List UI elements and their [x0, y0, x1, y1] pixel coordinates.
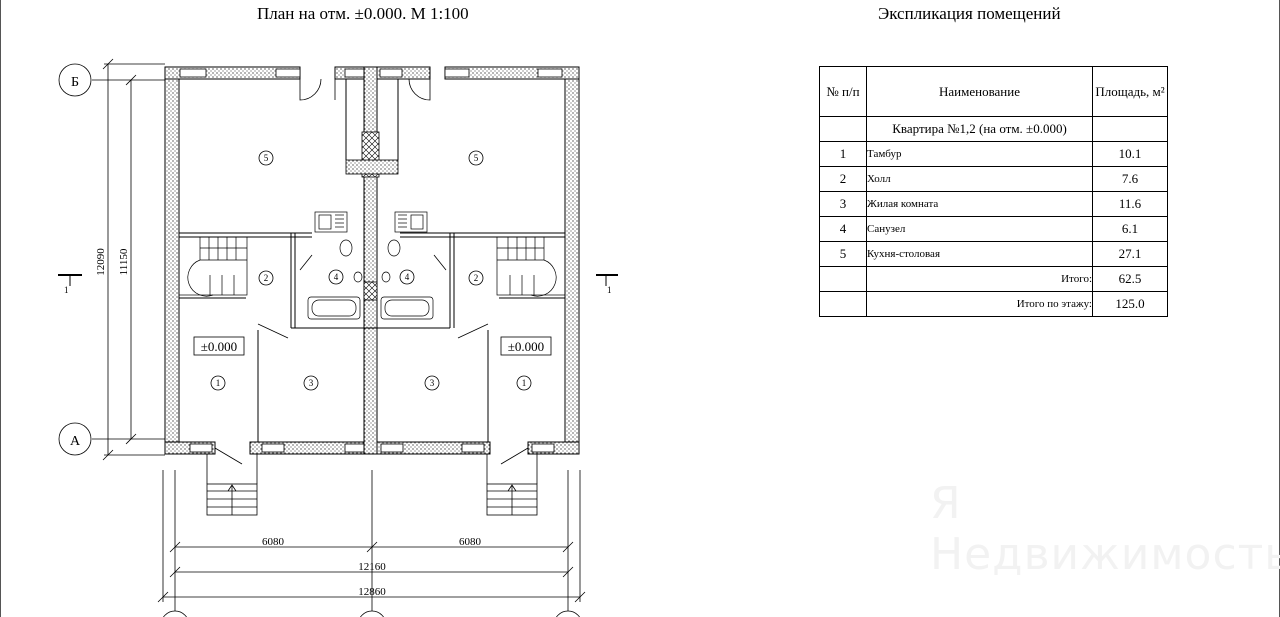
- room-5-right: 5: [474, 153, 479, 163]
- doors: [214, 78, 529, 465]
- row-area: 27.1: [1092, 241, 1168, 267]
- row-name: Тамбур: [866, 141, 1093, 167]
- total-value: 62.5: [1092, 266, 1168, 292]
- floor-total-label: Итого по этажу:: [866, 291, 1093, 317]
- row-name: Холл: [866, 166, 1093, 192]
- header-num: № п/п: [819, 66, 867, 117]
- axis-bubble-b: [58, 63, 92, 97]
- row-name: Жилая комната: [866, 191, 1093, 217]
- explication-table: № п/п Наименование Площадь, м² Квартира …: [819, 66, 1168, 317]
- room-2-left: 2: [264, 273, 269, 283]
- header-area: Площадь, м²: [1092, 66, 1168, 117]
- dim-left-half: 6080: [262, 536, 285, 548]
- room-1-right: 1: [522, 378, 527, 388]
- dim-outer-total: 12860: [358, 586, 386, 598]
- frame-left-border: [0, 0, 1, 617]
- axis-bubble-a: [58, 422, 92, 456]
- table-row: 3 Жилая комната 11.6: [819, 191, 1168, 217]
- axis-grid: [58, 63, 569, 617]
- row-area: 6.1: [1092, 216, 1168, 242]
- table-total-row: Итого: 62.5: [819, 266, 1168, 292]
- room-3-right: 3: [430, 378, 435, 388]
- axis-label-a: А: [70, 434, 81, 449]
- party-wall: [363, 66, 378, 455]
- level-mark-left: ±0.000: [201, 339, 237, 354]
- row-num: 1: [819, 141, 867, 167]
- floor-total-value: 125.0: [1092, 291, 1168, 317]
- row-num: 2: [819, 166, 867, 192]
- plan-title: План на отм. ±0.000. М 1:100: [257, 4, 469, 23]
- level-box-right: [500, 336, 552, 356]
- row-num: 5: [819, 241, 867, 267]
- row-name: Санузел: [866, 216, 1093, 242]
- section-title: Квартира №1,2 (на отм. ±0.000): [866, 116, 1093, 142]
- dim-right-half: 6080: [459, 536, 482, 548]
- room-3-left: 3: [309, 378, 314, 388]
- section-mark-right: 1: [607, 285, 612, 295]
- row-area: 7.6: [1092, 166, 1168, 192]
- room-bubbles: [210, 150, 532, 391]
- table-floor-total-row: Итого по этажу: 125.0: [819, 291, 1168, 317]
- section-mark-left: 1: [64, 285, 69, 295]
- entrance-steps: [206, 454, 538, 516]
- dim-inner-total: 12160: [358, 561, 386, 573]
- dim-v-inner: 11150: [118, 248, 130, 275]
- room-4-left: 4: [334, 272, 339, 282]
- level-box-left: [193, 336, 245, 356]
- watermark-logo: Я Недвижимость: [930, 478, 1280, 580]
- room-5-left: 5: [264, 153, 269, 163]
- row-num: 4: [819, 216, 867, 242]
- table-section-row: Квартира №1,2 (на отм. ±0.000): [819, 116, 1168, 142]
- horizontal-dimensions: [157, 470, 586, 603]
- vertical-dimensions: [102, 58, 165, 461]
- axis-label-b: Б: [71, 75, 79, 90]
- floor-plan-drawing: Б А 12090 11150 1 1: [58, 58, 618, 617]
- row-num: 3: [819, 191, 867, 217]
- room-4-right: 4: [405, 272, 410, 282]
- table-header-row: № п/п Наименование Площадь, м²: [819, 66, 1168, 117]
- room-1-left: 1: [216, 378, 221, 388]
- room-2-right: 2: [474, 273, 479, 283]
- level-mark-right: ±0.000: [508, 339, 544, 354]
- table-row: 1 Тамбур 10.1: [819, 141, 1168, 167]
- fixtures: [307, 211, 434, 320]
- header-name: Наименование: [866, 66, 1093, 117]
- dim-v-outer: 12090: [95, 248, 107, 276]
- row-area: 11.6: [1092, 191, 1168, 217]
- explication-title: Экспликация помещений: [878, 4, 1061, 23]
- stairs: [178, 236, 566, 297]
- table-row: 4 Санузел 6.1: [819, 216, 1168, 242]
- total-label: Итого:: [866, 266, 1093, 292]
- wall-left: [164, 66, 180, 455]
- table-row: 5 Кухня-столовая 27.1: [819, 241, 1168, 267]
- row-name: Кухня-столовая: [866, 241, 1093, 267]
- bottom-axis-bubbles: [163, 610, 580, 617]
- row-area: 10.1: [1092, 141, 1168, 167]
- table-row: 2 Холл 7.6: [819, 166, 1168, 192]
- wall-right: [564, 66, 580, 455]
- section-markers: [58, 274, 618, 286]
